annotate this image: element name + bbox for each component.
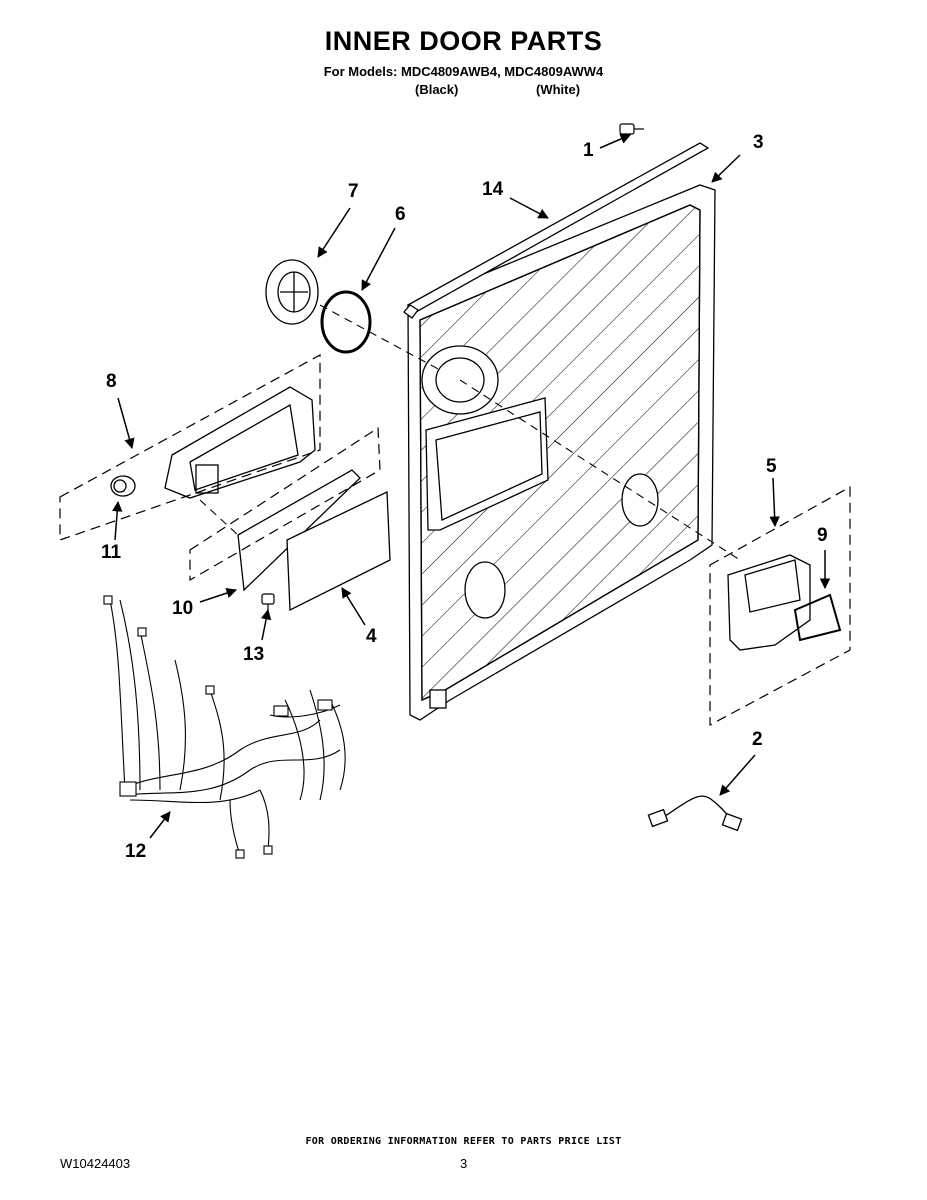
- knob: [110, 475, 136, 497]
- vent-gasket-ring: [320, 290, 372, 354]
- screw-part-1: [619, 123, 644, 135]
- callout-8: 8: [106, 371, 117, 392]
- cover-group-outline: [189, 426, 381, 582]
- callout-13: 13: [243, 644, 264, 665]
- callout-2: 2: [752, 729, 763, 750]
- callout-6: 6: [395, 204, 406, 225]
- vent-seal: [793, 593, 842, 642]
- vent-duct: [727, 554, 811, 651]
- model-numbers: For Models: MDC4809AWB4, MDC4809AWW4: [323, 64, 604, 79]
- variant-black-label: (Black): [415, 82, 459, 97]
- vent-group-outline: [709, 485, 851, 727]
- document-number: W10424403: [60, 1156, 131, 1171]
- callout-12: 12: [125, 841, 146, 862]
- callout-14: 14: [482, 179, 504, 200]
- callout-7: 7: [348, 181, 359, 202]
- callout-3: 3: [753, 132, 764, 153]
- wiring-harness: [103, 595, 346, 859]
- page-number: 3: [460, 1156, 468, 1171]
- insulation-panel: [286, 490, 391, 612]
- ordering-note: FOR ORDERING INFORMATION REFER TO PARTS …: [305, 1136, 622, 1147]
- callout-11: 11: [101, 542, 122, 563]
- callout-labels: 1 2 3 4 5 6 7 8 9 10 11 12 13 14: [101, 132, 828, 862]
- dispenser-group-outline: [59, 353, 321, 541]
- vent-cap: [265, 259, 319, 325]
- callout-5: 5: [766, 456, 777, 477]
- screw-part-13: [261, 593, 275, 612]
- control-cover: [237, 469, 361, 592]
- door-gasket-strip: [403, 142, 710, 319]
- callout-9: 9: [817, 525, 828, 546]
- dispenser-assembly: [164, 386, 316, 499]
- page-title: INNER DOOR PARTS: [324, 26, 603, 56]
- callout-10: 10: [172, 598, 193, 619]
- inner-door-panel: [407, 184, 716, 721]
- sensor-cable: [647, 795, 743, 832]
- callout-4: 4: [366, 626, 377, 647]
- leader-lines: [112, 133, 831, 839]
- variant-white-label: (White): [536, 82, 581, 97]
- assembly-lines: [199, 304, 741, 561]
- callout-1: 1: [583, 140, 594, 161]
